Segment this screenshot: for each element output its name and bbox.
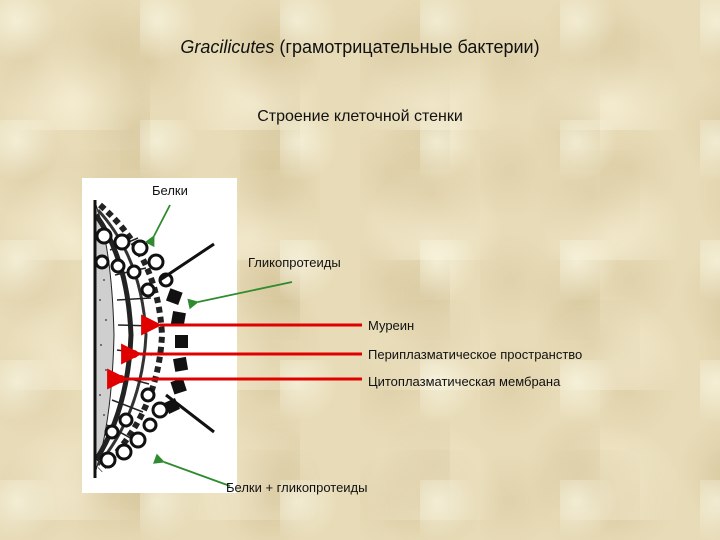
proteins-arrow: [144, 204, 171, 248]
murein-layer: [97, 202, 166, 473]
label-glycoproteins: Гликопротеиды: [248, 255, 341, 270]
protruding-fibers: [159, 242, 215, 434]
cytoplasmic-arrow-dot: [117, 375, 125, 383]
label-periplasmic-space: Периплазматическое пространство: [368, 347, 583, 362]
proteins-glyco-arrow: [153, 453, 231, 487]
cell-wall-illustration: [93, 200, 215, 478]
label-murein: Муреин: [368, 318, 415, 333]
glycoproteins-arrow: [187, 281, 293, 310]
outer-membrane-proteins: [94, 227, 174, 469]
title-description: (грамотрицательные бактерии): [274, 37, 540, 57]
page-title: Gracilicutes (грамотрицательные бактерии…: [0, 37, 720, 58]
periplasmic-arrow-dot: [130, 350, 138, 358]
title-genus: Gracilicutes: [180, 37, 275, 57]
page-subtitle: Строение клеточной стенки: [257, 108, 463, 125]
label-proteins-glycoproteins: Белки + гликопротеиды: [226, 480, 368, 495]
label-proteins: Белки: [152, 183, 188, 198]
label-cytoplasmic-membrane: Цитоплазматическая мембрана: [368, 374, 561, 389]
